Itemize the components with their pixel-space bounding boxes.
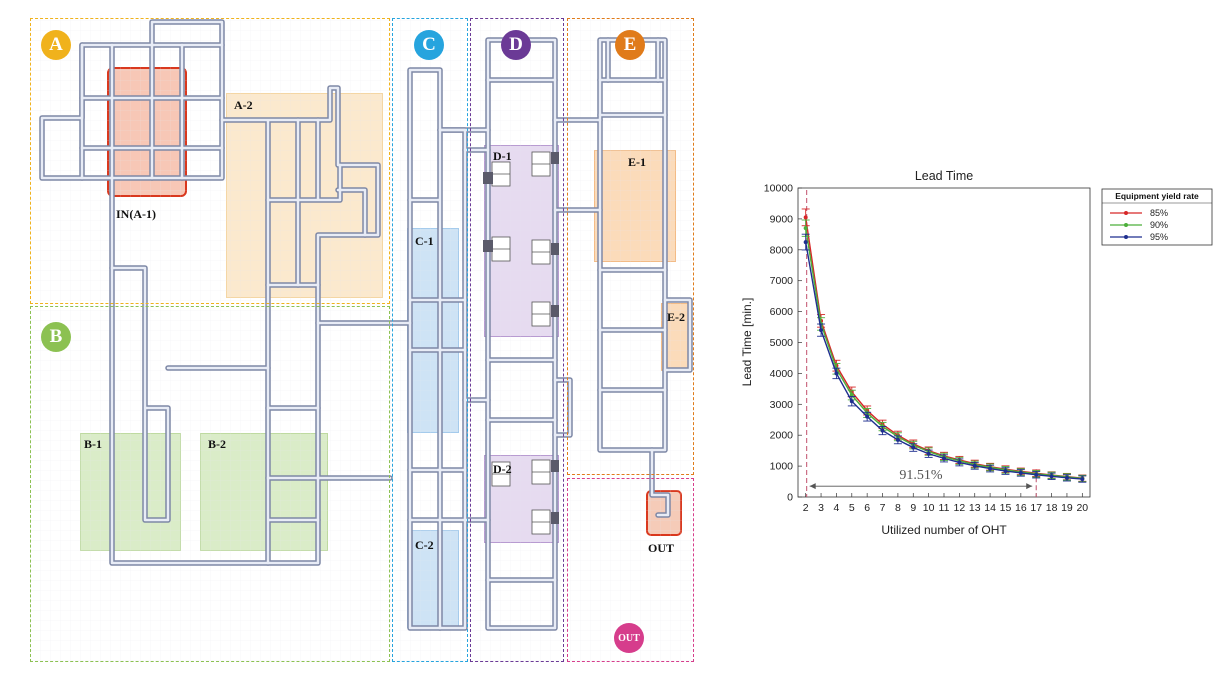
zone-d-badge: D (501, 30, 531, 60)
x-tick-label: 17 (1030, 502, 1042, 514)
data-point (895, 437, 900, 442)
zone-b-boundary (30, 306, 390, 662)
zone-d-boundary (470, 18, 564, 662)
y-tick-label: 0 (787, 492, 793, 504)
factory-layout-diagram: A B C D E OUT IN(A-1) A-2 B-1 B-2 C-1 C-… (30, 15, 695, 663)
chart-y-axis-label: Lead Time [min.] (740, 298, 754, 387)
data-point (1018, 470, 1023, 475)
x-tick-label: 10 (923, 502, 935, 514)
d-equipment-units (483, 151, 559, 535)
annotation-arrow-head-right (1026, 483, 1033, 490)
area-d2-label: D-2 (493, 462, 512, 476)
zone-a-badge: A (41, 30, 71, 60)
legend-swatch-marker (1124, 223, 1128, 227)
x-tick-label: 5 (849, 502, 855, 514)
x-tick-label: 15 (1000, 502, 1012, 514)
data-point (1003, 469, 1008, 474)
area-e2-label: E-2 (667, 310, 685, 324)
data-point (803, 240, 808, 245)
data-point (834, 371, 839, 376)
x-tick-label: 11 (939, 502, 950, 514)
y-tick-label: 9000 (770, 213, 794, 225)
area-d1-label: D-1 (493, 149, 512, 163)
x-tick-label: 8 (895, 502, 901, 514)
y-tick-label: 1000 (770, 461, 794, 473)
lead-time-chart: Lead Time Lead Time [min.] Utilized numb… (730, 160, 1220, 550)
y-tick-label: 10000 (764, 183, 793, 195)
area-in-a1-label: IN(A-1) (116, 207, 156, 221)
x-tick-label: 18 (1046, 502, 1058, 514)
data-point (1034, 472, 1039, 477)
y-tick-label: 7000 (770, 275, 794, 287)
annotation-label: 91.51% (899, 468, 943, 483)
zone-out-badge: OUT (614, 623, 644, 653)
zone-e-boundary (567, 18, 694, 475)
x-tick-label: 14 (984, 502, 996, 514)
chart-x-axis-label: Utilized number of OHT (881, 523, 1007, 537)
annotation-arrow-head-left (809, 483, 816, 490)
area-e1-label: E-1 (628, 155, 646, 169)
legend-title: Equipment yield rate (1115, 191, 1199, 201)
y-tick-label: 2000 (770, 430, 794, 442)
zone-b-badge: B (41, 322, 71, 352)
chart-title: Lead Time (915, 169, 973, 183)
y-tick-label: 6000 (770, 306, 794, 318)
chart-legend: Equipment yield rate 85% 90% 95% (1101, 188, 1213, 246)
x-tick-label: 12 (954, 502, 966, 514)
zone-e-badge: E (615, 30, 645, 60)
data-point (972, 463, 977, 468)
area-a2-label: A-2 (234, 98, 253, 112)
legend-label: 90% (1150, 220, 1168, 230)
oht-track-network (30, 15, 695, 663)
data-point (988, 466, 993, 471)
data-point (1080, 477, 1085, 482)
data-point (957, 460, 962, 465)
x-tick-label: 2 (803, 502, 809, 514)
y-tick-label: 8000 (770, 244, 794, 256)
data-point (942, 456, 946, 461)
zone-c-boundary (392, 18, 468, 662)
legend-swatch-marker (1124, 211, 1128, 215)
legend-label: 95% (1150, 232, 1168, 242)
x-tick-label: 7 (880, 502, 886, 514)
data-point (865, 414, 870, 419)
area-b1-label: B-1 (84, 437, 102, 451)
plot-area (797, 187, 1091, 498)
x-tick-label: 16 (1015, 502, 1027, 514)
data-point (803, 226, 808, 231)
data-point (849, 399, 854, 404)
y-tick-label: 3000 (770, 399, 794, 411)
x-tick-label: 4 (833, 502, 839, 514)
area-b2-label: B-2 (208, 437, 226, 451)
zone-out-boundary (567, 478, 694, 662)
data-point (819, 328, 824, 333)
data-point (849, 393, 854, 398)
y-tick-label: 4000 (770, 368, 794, 380)
data-point (1049, 474, 1054, 479)
area-c1-label: C-1 (415, 234, 434, 248)
data-point (926, 451, 931, 456)
legend-swatch-marker (1124, 235, 1128, 239)
x-tick-label: 13 (969, 502, 981, 514)
data-point (880, 428, 885, 433)
x-tick-label: 9 (910, 502, 916, 514)
x-tick-label: 3 (818, 502, 824, 514)
x-tick-label: 19 (1061, 502, 1073, 514)
area-c2-label: C-2 (415, 538, 434, 552)
y-tick-label: 5000 (770, 337, 794, 349)
lead-time-chart-svg: Lead Time Lead Time [min.] Utilized numb… (740, 169, 1213, 537)
x-tick-label: 20 (1076, 502, 1088, 514)
data-point (803, 215, 808, 220)
data-point (1064, 475, 1069, 480)
data-point (911, 445, 916, 450)
zone-c-badge: C (414, 30, 444, 60)
x-tick-label: 6 (864, 502, 870, 514)
legend-label: 85% (1150, 208, 1168, 218)
zone-a-boundary (30, 18, 390, 304)
area-out-label: OUT (648, 541, 675, 555)
